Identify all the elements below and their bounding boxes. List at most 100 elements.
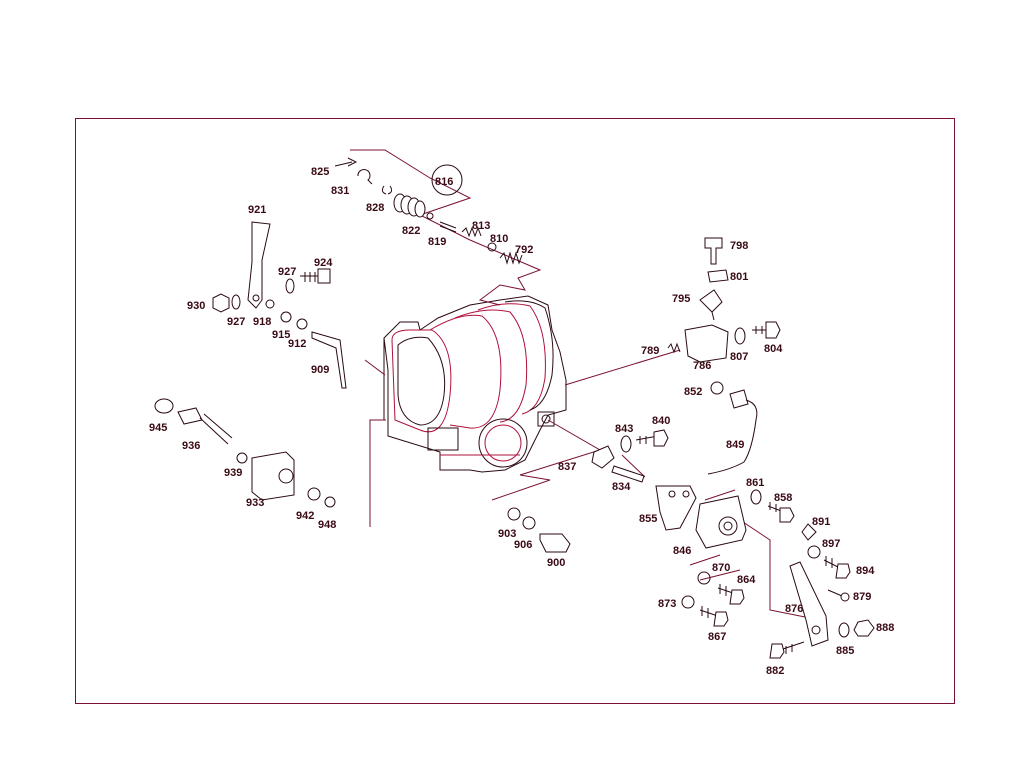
label-789[interactable]: 789 xyxy=(641,345,659,357)
label-924[interactable]: 924 xyxy=(314,257,333,269)
bushing-933 xyxy=(251,451,295,501)
label-876[interactable]: 876 xyxy=(785,603,803,615)
pin-822 xyxy=(439,221,457,233)
label-855[interactable]: 855 xyxy=(639,513,657,525)
lever-group xyxy=(212,221,347,389)
transmission-housing xyxy=(383,295,567,473)
label-810[interactable]: 810 xyxy=(490,233,508,245)
label-882[interactable]: 882 xyxy=(766,665,784,677)
label-894[interactable]: 894 xyxy=(856,565,875,577)
label-897[interactable]: 897 xyxy=(822,538,840,550)
ring-939 xyxy=(236,452,248,464)
label-891[interactable]: 891 xyxy=(812,516,830,528)
bolt-879 xyxy=(827,589,843,597)
cam-837 xyxy=(591,445,615,469)
switch-786 xyxy=(684,324,729,363)
label-858[interactable]: 858 xyxy=(774,492,792,504)
bolt-924 xyxy=(300,272,325,282)
label-813[interactable]: 813 xyxy=(472,220,490,232)
selector-shaft-parts xyxy=(334,157,523,265)
shaft-936-head xyxy=(177,407,203,425)
pin-834 xyxy=(611,465,645,483)
label-933[interactable]: 933 xyxy=(246,497,264,509)
label-852[interactable]: 852 xyxy=(684,386,702,398)
label-906[interactable]: 906 xyxy=(514,539,532,551)
label-849[interactable]: 849 xyxy=(726,439,744,451)
label-792[interactable]: 792 xyxy=(515,244,533,256)
label-861[interactable]: 861 xyxy=(746,477,764,489)
label-942[interactable]: 942 xyxy=(296,510,314,522)
label-867[interactable]: 867 xyxy=(708,631,726,643)
label-879[interactable]: 879 xyxy=(853,591,871,603)
bolt-867 xyxy=(699,606,719,618)
label-864[interactable]: 864 xyxy=(737,574,756,586)
lever-909 xyxy=(311,331,347,389)
label-819[interactable]: 819 xyxy=(428,236,446,248)
label-900[interactable]: 900 xyxy=(547,557,565,569)
washer-870 xyxy=(697,571,711,585)
label-948[interactable]: 948 xyxy=(318,519,336,531)
label-831[interactable]: 831 xyxy=(331,185,349,197)
label-825[interactable]: 825 xyxy=(311,166,329,178)
part-labels: 825 831 816 828 822 819 813 810 792 921 … xyxy=(149,166,894,677)
cable-group xyxy=(707,381,758,475)
label-870[interactable]: 870 xyxy=(712,562,730,574)
washer-810 xyxy=(487,242,497,252)
bolt-882 xyxy=(779,641,805,654)
label-921[interactable]: 921 xyxy=(248,204,266,216)
callout-circle-816 xyxy=(431,164,463,196)
label-807[interactable]: 807 xyxy=(730,351,748,363)
label-936[interactable]: 936 xyxy=(182,440,200,452)
nut-888 xyxy=(853,619,875,637)
seal-945 xyxy=(154,398,174,414)
label-903[interactable]: 903 xyxy=(498,528,516,540)
label-912[interactable]: 912 xyxy=(288,338,306,350)
shaft-936 xyxy=(199,413,233,445)
clip-831 xyxy=(357,169,373,185)
label-786[interactable]: 786 xyxy=(693,360,711,372)
label-873[interactable]: 873 xyxy=(658,598,676,610)
washer-915 xyxy=(280,311,292,323)
shaft-group xyxy=(154,398,336,508)
washer-873 xyxy=(681,595,695,609)
label-927-lower[interactable]: 927 xyxy=(227,316,245,328)
label-885[interactable]: 885 xyxy=(836,645,854,657)
clip-891 xyxy=(801,523,817,541)
label-840[interactable]: 840 xyxy=(652,415,670,427)
cable-849 xyxy=(707,399,758,475)
leader-lines xyxy=(350,149,811,619)
bellows-828 xyxy=(393,193,426,218)
washer-885 xyxy=(838,622,850,638)
label-798[interactable]: 798 xyxy=(730,240,748,252)
washer-927b xyxy=(231,294,241,310)
label-816[interactable]: 816 xyxy=(435,176,453,188)
label-930[interactable]: 930 xyxy=(187,300,205,312)
label-888[interactable]: 888 xyxy=(876,622,894,634)
clip-816 xyxy=(381,185,393,195)
ring-948 xyxy=(324,496,336,508)
label-915[interactable]: 915 xyxy=(272,329,290,341)
ring-903 xyxy=(507,507,521,521)
label-834[interactable]: 834 xyxy=(612,481,631,493)
label-822[interactable]: 822 xyxy=(402,225,420,237)
label-918[interactable]: 918 xyxy=(253,316,271,328)
label-939[interactable]: 939 xyxy=(224,467,242,479)
label-843[interactable]: 843 xyxy=(615,423,633,435)
bracket-795 xyxy=(699,289,723,321)
label-828[interactable]: 828 xyxy=(366,202,384,214)
lever-876 xyxy=(789,561,829,647)
washer-912 xyxy=(296,318,308,330)
label-909[interactable]: 909 xyxy=(311,364,329,376)
label-801[interactable]: 801 xyxy=(730,271,748,283)
switch-group xyxy=(667,237,781,363)
spring-789 xyxy=(667,342,681,354)
housing-846 xyxy=(695,495,747,549)
diagram-frame xyxy=(75,118,955,704)
label-846[interactable]: 846 xyxy=(673,545,691,557)
label-795[interactable]: 795 xyxy=(672,293,690,305)
label-945[interactable]: 945 xyxy=(149,422,167,434)
label-837[interactable]: 837 xyxy=(558,461,576,473)
label-804[interactable]: 804 xyxy=(764,343,783,355)
label-927-upper[interactable]: 927 xyxy=(278,266,296,278)
